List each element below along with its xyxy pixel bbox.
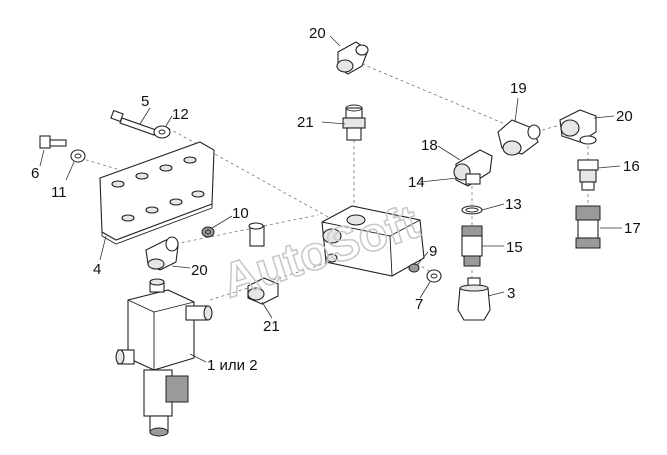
leader-lines (39, 35, 622, 363)
elbow-fitting-20-right (559, 109, 597, 145)
connector-18 (453, 149, 493, 187)
callout-20-top: 20 (309, 25, 326, 42)
cap-nut-3 (457, 277, 491, 321)
callout-15: 15 (506, 239, 523, 256)
washer-11 (70, 149, 86, 163)
callout-13: 13 (505, 196, 522, 213)
o-ring-13 (461, 205, 483, 215)
nut-10 (201, 226, 215, 238)
elbow-fitting-20-top (336, 41, 369, 75)
callout-5: 5 (141, 93, 149, 110)
callout-20-left: 20 (191, 262, 208, 279)
callout-14: 14 (408, 174, 425, 191)
callout-labels: 20 21 19 20 18 16 5 12 6 11 14 13 17 10 … (31, 25, 641, 374)
valve-body-block (248, 205, 425, 277)
callout-3: 3 (507, 285, 515, 302)
nipple-21-top (342, 104, 366, 141)
coupling-17 (575, 205, 601, 249)
callout-1-or-2: 1 или 2 (207, 357, 258, 374)
callout-11: 11 (51, 184, 67, 201)
bolt-5 (110, 109, 157, 136)
callout-17: 17 (624, 220, 641, 237)
callout-21-top: 21 (297, 114, 314, 131)
washer-9 (408, 263, 420, 273)
callout-20-right: 20 (616, 108, 633, 125)
callout-16: 16 (623, 158, 640, 175)
solenoid-valve-1-or-2 (115, 278, 213, 437)
callout-9: 9 (429, 243, 437, 260)
washer-12 (153, 125, 171, 139)
tee-fitting-19 (497, 119, 541, 156)
bolt-6 (39, 135, 67, 149)
elbow-fitting-20-left (145, 236, 179, 271)
nipple-21-bottom (247, 277, 279, 305)
bracket-plate-4 (99, 141, 215, 245)
callout-18: 18 (421, 137, 438, 154)
nut-7 (426, 269, 442, 283)
callout-7: 7 (415, 296, 423, 313)
callout-4: 4 (93, 261, 101, 278)
callout-6: 6 (31, 165, 39, 182)
callout-21-bottom: 21 (263, 318, 280, 335)
union-15 (461, 225, 483, 267)
callout-12: 12 (172, 106, 189, 123)
adapter-16 (577, 159, 599, 191)
callout-10: 10 (232, 205, 249, 222)
callout-19: 19 (510, 80, 527, 97)
